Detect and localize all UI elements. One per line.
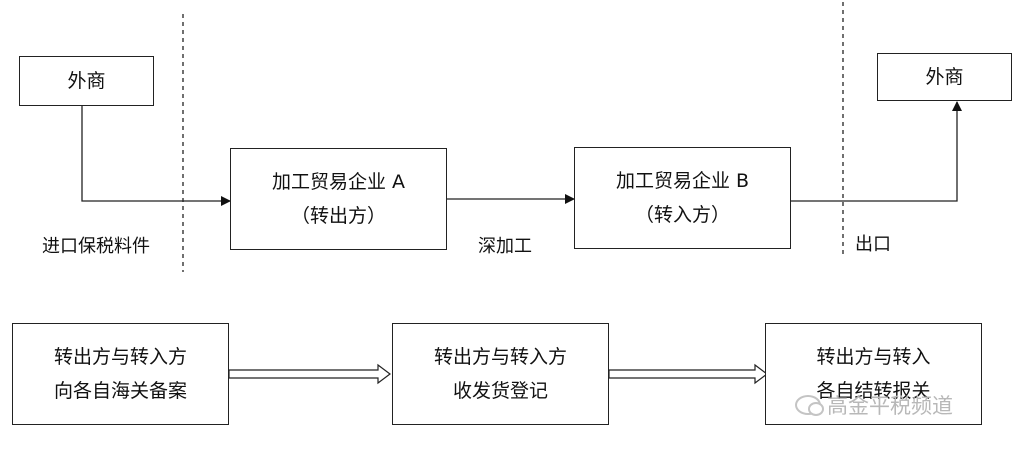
foreign-merchant-right-box: 外商 — [877, 53, 1012, 101]
deep-processing-label: 深加工 — [478, 236, 532, 257]
filing-step-line2: 向各自海关备案 — [53, 380, 187, 402]
enterprise-a-name: 加工贸易企业 A — [271, 171, 406, 193]
filing-step-box: 转出方与转入方 向各自海关备案 — [12, 323, 229, 425]
import-arrow — [81, 106, 231, 206]
double-arrow-2 — [608, 363, 768, 385]
declaration-step-line2: 各自结转报关 — [816, 380, 931, 402]
registration-step-box: 转出方与转入方 收发货登记 — [392, 323, 609, 425]
wechat-icon — [795, 395, 824, 416]
foreign-merchant-left-label: 外商 — [67, 70, 106, 92]
double-arrow-1 — [228, 363, 391, 385]
registration-step-line2: 收发货登记 — [452, 380, 548, 402]
enterprise-a-box: 加工贸易企业 A （转出方） — [230, 148, 447, 250]
export-label: 出口 — [855, 234, 891, 255]
watermark-text: 高金平税频道 — [827, 394, 953, 418]
declaration-step-line1: 转出方与转入 — [816, 346, 931, 368]
enterprise-b-box: 加工贸易企业 B （转入方） — [574, 147, 791, 249]
foreign-merchant-right-label: 外商 — [925, 66, 964, 88]
registration-step-line1: 转出方与转入方 — [433, 346, 567, 368]
foreign-merchant-left-box: 外商 — [19, 56, 154, 106]
import-bonded-materials-label: 进口保税料件 — [42, 236, 150, 257]
enterprise-b-role: （转入方） — [634, 204, 730, 226]
filing-step-line1: 转出方与转入方 — [53, 346, 187, 368]
enterprise-a-role: （转出方） — [290, 205, 386, 227]
enterprise-b-name: 加工贸易企业 B — [615, 170, 750, 192]
watermark: 高金平税频道 — [795, 390, 953, 420]
export-arrow — [791, 101, 962, 202]
declaration-step-box: 转出方与转入 各自结转报关 — [765, 323, 982, 425]
